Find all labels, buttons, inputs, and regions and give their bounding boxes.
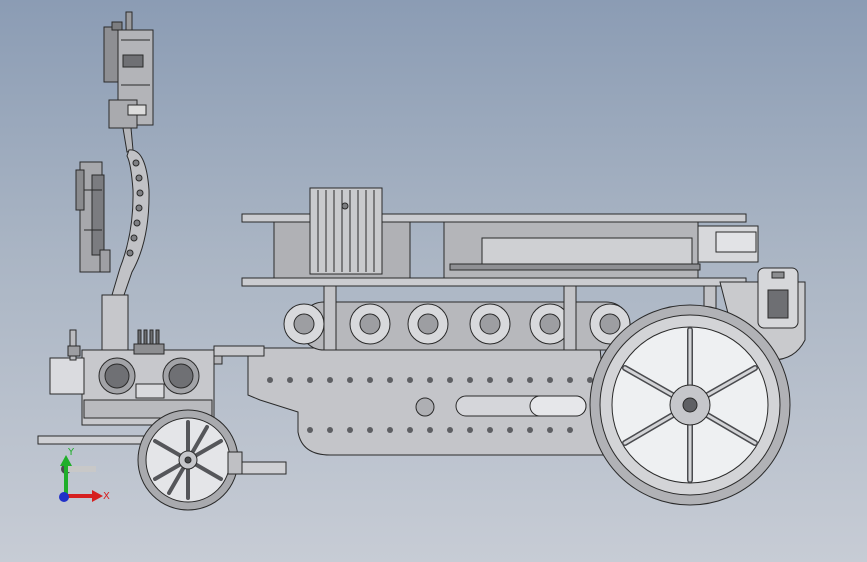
rear-wheel[interactable] (589, 304, 791, 506)
front-chassis-arm[interactable] (213, 345, 265, 357)
mast-bracket[interactable] (111, 127, 150, 296)
front-base-plate[interactable] (37, 435, 147, 445)
arm-board-assembly[interactable] (75, 161, 111, 273)
chassis-button[interactable] (415, 397, 435, 417)
x-axis-arrow-icon (64, 490, 103, 502)
axis-triad: Y X (59, 447, 110, 502)
upper-deck[interactable] (241, 187, 759, 351)
camera-board-assembly[interactable] (103, 11, 154, 129)
front-wheel[interactable] (137, 409, 243, 511)
y-axis-arrow-icon (60, 455, 72, 496)
x-axis-label: X (103, 491, 110, 502)
y-axis-label: Y (67, 447, 75, 458)
mast-post[interactable] (101, 294, 129, 351)
z-axis-icon (59, 492, 69, 502)
track-rollers[interactable] (283, 301, 631, 351)
motor-cylinder[interactable] (455, 395, 587, 417)
chassis-holes (267, 377, 593, 433)
